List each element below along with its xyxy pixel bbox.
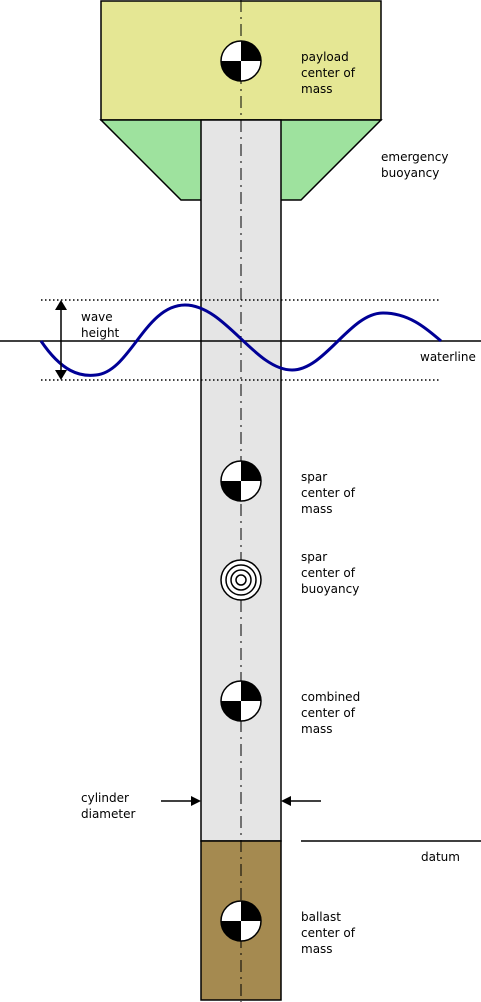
combined-center-of-mass-icon xyxy=(220,680,262,722)
wave-height-arrowhead-top xyxy=(55,300,67,310)
wave-height-arrowhead-bottom xyxy=(55,370,67,380)
ballast-center-of-mass-icon xyxy=(220,900,262,942)
waterline-label: waterline xyxy=(420,350,476,364)
spar-center-of-mass-icon xyxy=(220,460,262,502)
diameter-arrowhead-right xyxy=(281,796,291,806)
spar-center-of-buoyancy-icon xyxy=(220,559,262,601)
payload-center-of-mass-icon xyxy=(220,40,262,82)
datum-label: datum xyxy=(421,850,460,864)
wave-curve xyxy=(39,303,442,377)
diameter-arrowhead-left xyxy=(191,796,201,806)
